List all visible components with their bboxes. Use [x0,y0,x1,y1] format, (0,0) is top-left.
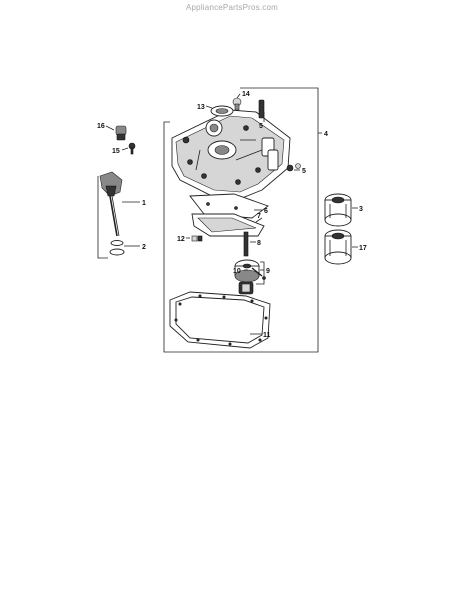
leader-lines [105,93,358,335]
oil-seal-part[interactable] [210,105,234,117]
dipstick-bracket [97,176,108,259]
oil-filter-part-17[interactable] [324,229,352,265]
oil-pickup-plate-part[interactable] [189,193,269,219]
callout-11: 11 [263,332,271,339]
callout-5-side: 5 [302,168,306,175]
callout-12: 12 [177,236,185,243]
bolt-part-5-side[interactable] [286,163,301,172]
assembly-bracket [163,87,319,353]
callout-9: 9 [266,268,270,275]
callout-8: 8 [257,240,261,247]
callout-16: 16 [97,123,105,130]
shaft-part-8[interactable] [243,231,249,257]
bolt-part-15[interactable] [128,142,136,155]
gasket-part-7[interactable] [191,213,265,237]
callout-2: 2 [142,244,146,251]
callout-15: 15 [112,148,120,155]
callout-7: 7 [257,213,261,220]
screw-part-14[interactable] [232,97,242,111]
bolt-part-5-top[interactable] [258,99,265,119]
callout-1: 1 [142,200,146,207]
callout-13: 13 [197,104,205,111]
oil-filter-part-3[interactable] [324,193,352,227]
callout-3: 3 [359,206,363,213]
callout-5-top: 5 [259,123,263,130]
fitting-part-12[interactable] [191,235,203,242]
dipstick-part[interactable] [99,171,123,237]
crankcase-cover-part[interactable] [171,109,291,199]
gear-part-9[interactable] [238,281,254,295]
callout-4: 4 [324,131,328,138]
oil-pump-gear-part[interactable] [234,259,260,283]
callout-6: 6 [264,208,268,215]
callout-10: 10 [233,268,241,275]
o-ring-part[interactable] [109,240,125,256]
callout-17: 17 [359,245,367,252]
fill-cap-part[interactable] [115,125,127,141]
watermark: AppliancePartsPros.com [186,3,278,12]
callout-14: 14 [242,91,250,98]
cover-gasket-part[interactable] [169,291,271,349]
